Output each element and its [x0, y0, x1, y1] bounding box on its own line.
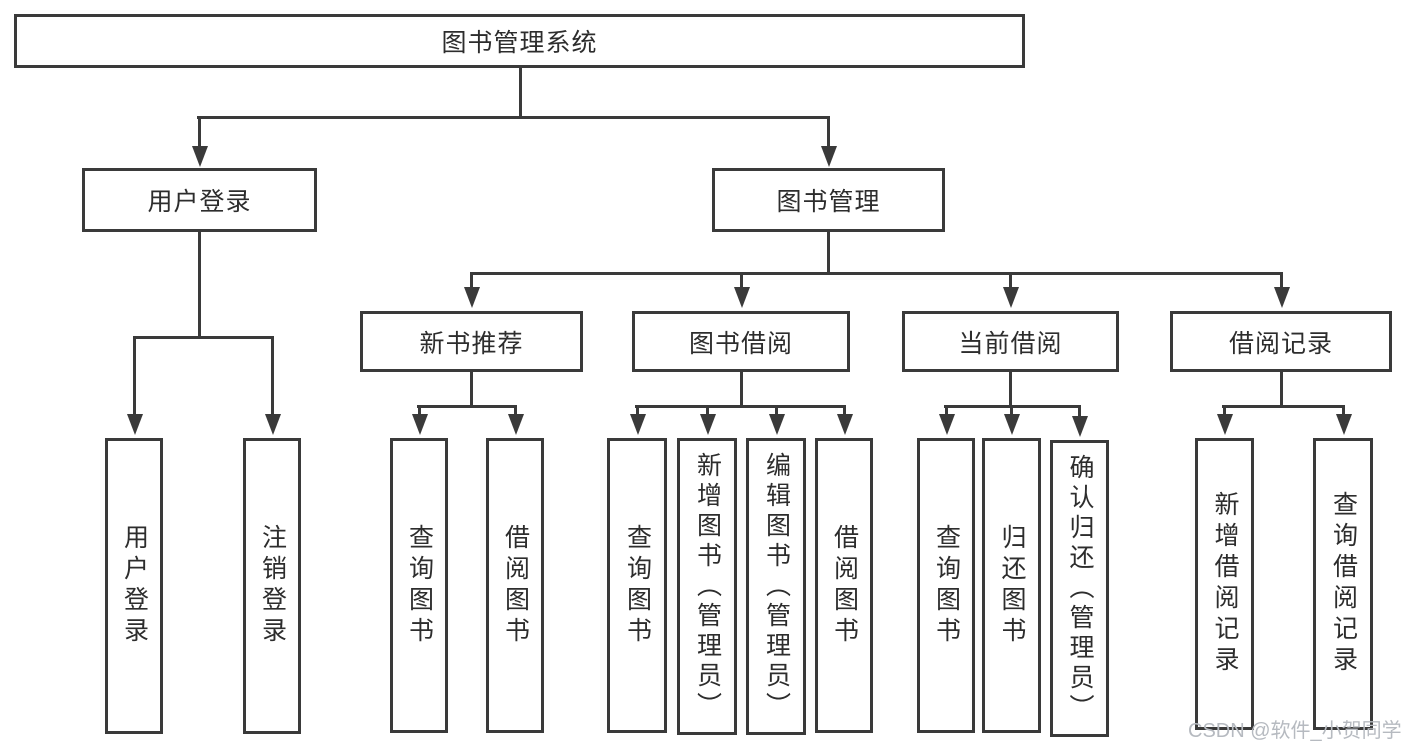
leaf-borrow-books-borrow-label: 借阅图书	[830, 523, 859, 648]
leaf-logout-label: 注销登录	[258, 524, 287, 648]
leaf-query-borrow-record: 查询借阅记录	[1313, 438, 1373, 730]
connector-book-borrow-drop	[740, 372, 743, 408]
connector-borrow-records-drop	[1280, 372, 1283, 408]
arrow-to-leaf-query-borrow-record	[1335, 405, 1352, 435]
leaf-user-login: 用户登录	[105, 438, 163, 734]
node-root: 图书管理系统	[14, 14, 1025, 68]
leaf-logout: 注销登录	[243, 438, 301, 734]
leaf-query-books-recommend: 查询图书	[390, 438, 448, 733]
node-new-book-recommend: 新书推荐	[360, 311, 583, 372]
connector-user-login-rail	[133, 336, 274, 339]
leaf-borrow-books-borrow: 借阅图书	[815, 438, 873, 733]
leaf-edit-books-admin-label: 编辑图书（管理员）	[762, 451, 791, 722]
leaf-query-books-current-label: 查询图书	[932, 523, 961, 648]
leaf-borrow-books-recommend-label: 借阅图书	[501, 523, 530, 648]
arrow-to-leaf-query-books-recommend	[411, 405, 428, 435]
node-new-book-recommend-label: 新书推荐	[419, 329, 524, 358]
leaf-query-books-borrow-label: 查询图书	[623, 523, 652, 648]
leaf-add-borrow-record-label: 新增借阅记录	[1211, 491, 1239, 677]
leaf-edit-books-admin: 编辑图书（管理员）	[746, 438, 806, 735]
arrow-to-leaf-logout	[264, 336, 281, 435]
connector-level3-rail	[470, 272, 1282, 275]
arrow-to-book-management	[820, 116, 837, 167]
arrow-to-leaf-confirm-return-admin	[1071, 405, 1088, 437]
connector-current-borrow-drop	[1009, 372, 1012, 408]
arrow-to-leaf-edit-books-admin	[768, 405, 785, 435]
node-book-borrow: 图书借阅	[632, 311, 850, 372]
node-book-borrow-label: 图书借阅	[688, 329, 793, 358]
arrow-to-leaf-query-books-borrow	[629, 405, 646, 435]
leaf-query-books-current: 查询图书	[917, 438, 975, 733]
node-current-borrow-label: 当前借阅	[958, 329, 1063, 358]
arrow-to-new-book-recommend	[463, 272, 480, 308]
leaf-borrow-books-recommend: 借阅图书	[486, 438, 544, 733]
leaf-add-books-admin-label: 新增图书（管理员）	[693, 451, 722, 722]
node-book-management-label: 图书管理	[776, 188, 881, 216]
connector-level2-rail	[197, 116, 830, 119]
leaf-query-books-borrow: 查询图书	[607, 438, 667, 733]
connector-book-borrow-rail	[635, 405, 845, 408]
arrow-to-leaf-borrow-books-borrow	[836, 405, 853, 435]
connector-borrow-records-rail	[1222, 405, 1344, 408]
arrow-to-current-borrow	[1002, 272, 1019, 308]
leaf-confirm-return-admin: 确认归还（管理员）	[1050, 440, 1109, 737]
connector-root-drop	[519, 68, 522, 118]
arrow-to-borrow-records	[1273, 272, 1290, 308]
leaf-return-books-label: 归还图书	[998, 523, 1026, 648]
arrow-to-leaf-user-login	[126, 336, 143, 435]
node-user-login: 用户登录	[82, 168, 317, 232]
arrow-to-leaf-add-borrow-record	[1216, 405, 1233, 435]
leaf-confirm-return-admin-label: 确认归还（管理员）	[1066, 453, 1094, 724]
arrow-to-book-borrow	[733, 272, 750, 308]
leaf-add-books-admin: 新增图书（管理员）	[677, 438, 737, 735]
node-current-borrow: 当前借阅	[902, 311, 1119, 372]
arrow-to-leaf-query-books-current	[938, 405, 955, 435]
node-root-label: 图书管理系统	[441, 29, 598, 57]
leaf-user-login-label: 用户登录	[120, 524, 149, 648]
arrow-to-leaf-borrow-books-recommend	[507, 405, 524, 435]
leaf-query-books-recommend-label: 查询图书	[405, 523, 434, 648]
connector-user-login-drop	[198, 232, 201, 339]
arrow-to-user-login	[191, 116, 208, 167]
node-borrow-records: 借阅记录	[1170, 311, 1392, 372]
leaf-query-borrow-record-label: 查询借阅记录	[1329, 491, 1358, 677]
arrow-to-leaf-add-books-admin	[699, 405, 716, 435]
arrow-to-leaf-return-books	[1003, 405, 1020, 435]
node-borrow-records-label: 借阅记录	[1228, 329, 1333, 358]
csdn-watermark: CSDN @软件_小贺同学	[1188, 720, 1402, 742]
node-book-management: 图书管理	[712, 168, 945, 232]
leaf-return-books: 归还图书	[982, 438, 1041, 733]
connector-new-book-recommend-rail	[417, 405, 516, 408]
connector-book-management-drop	[827, 232, 830, 275]
connector-new-book-recommend-drop	[470, 372, 473, 408]
leaf-add-borrow-record: 新增借阅记录	[1195, 438, 1254, 730]
node-user-login-label: 用户登录	[147, 188, 252, 216]
